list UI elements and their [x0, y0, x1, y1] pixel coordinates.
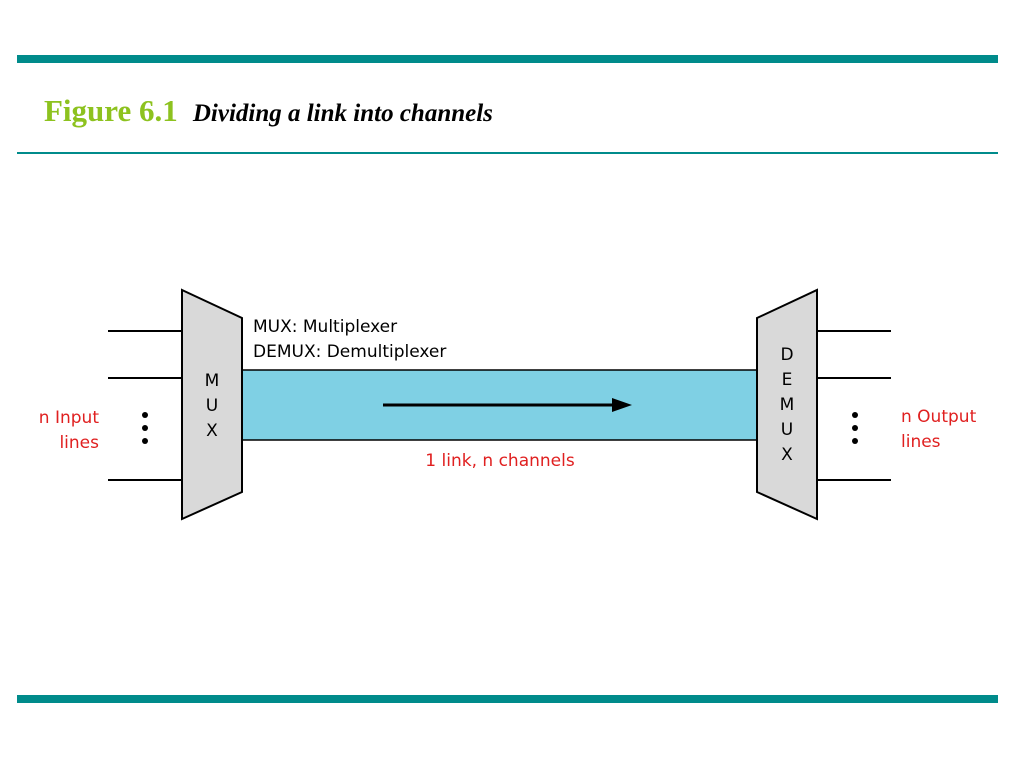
- demux-letter: D: [780, 345, 793, 365]
- demux-device: [756, 288, 818, 521]
- output-ellipsis-dot: [852, 425, 858, 431]
- mux-letter: M: [205, 371, 220, 391]
- figure-number: Figure 6.1: [44, 93, 178, 128]
- link-label: 1 link, n channels: [425, 451, 575, 471]
- legend-mux: MUX: Multiplexer: [253, 317, 397, 337]
- demux-letter: X: [781, 445, 793, 465]
- output-label: n Output: [901, 407, 977, 427]
- figure-title: Figure 6.1 Dividing a link into channels: [44, 93, 493, 129]
- input-label: n Input: [39, 408, 100, 428]
- demux-letter: E: [782, 370, 793, 390]
- mux-device: [181, 288, 243, 521]
- mux-letter: U: [206, 396, 218, 416]
- input-ellipsis-dot: [142, 425, 148, 431]
- direction-arrow-head: [612, 398, 632, 412]
- input-ellipsis-dot: [142, 438, 148, 444]
- top-rule: [17, 55, 998, 63]
- legend-demux: DEMUX: Demultiplexer: [253, 342, 446, 362]
- output-ellipsis-dot: [852, 438, 858, 444]
- input-ellipsis-dot: [142, 412, 148, 418]
- bottom-rule: [17, 695, 998, 703]
- output-label: lines: [901, 432, 941, 452]
- demux-letter: U: [781, 420, 793, 440]
- title-underline: [17, 152, 998, 154]
- input-label: lines: [59, 433, 99, 453]
- output-ellipsis-dot: [852, 412, 858, 418]
- demux-letter: M: [780, 395, 795, 415]
- mux-letter: X: [206, 421, 218, 441]
- figure-caption: Dividing a link into channels: [192, 100, 493, 127]
